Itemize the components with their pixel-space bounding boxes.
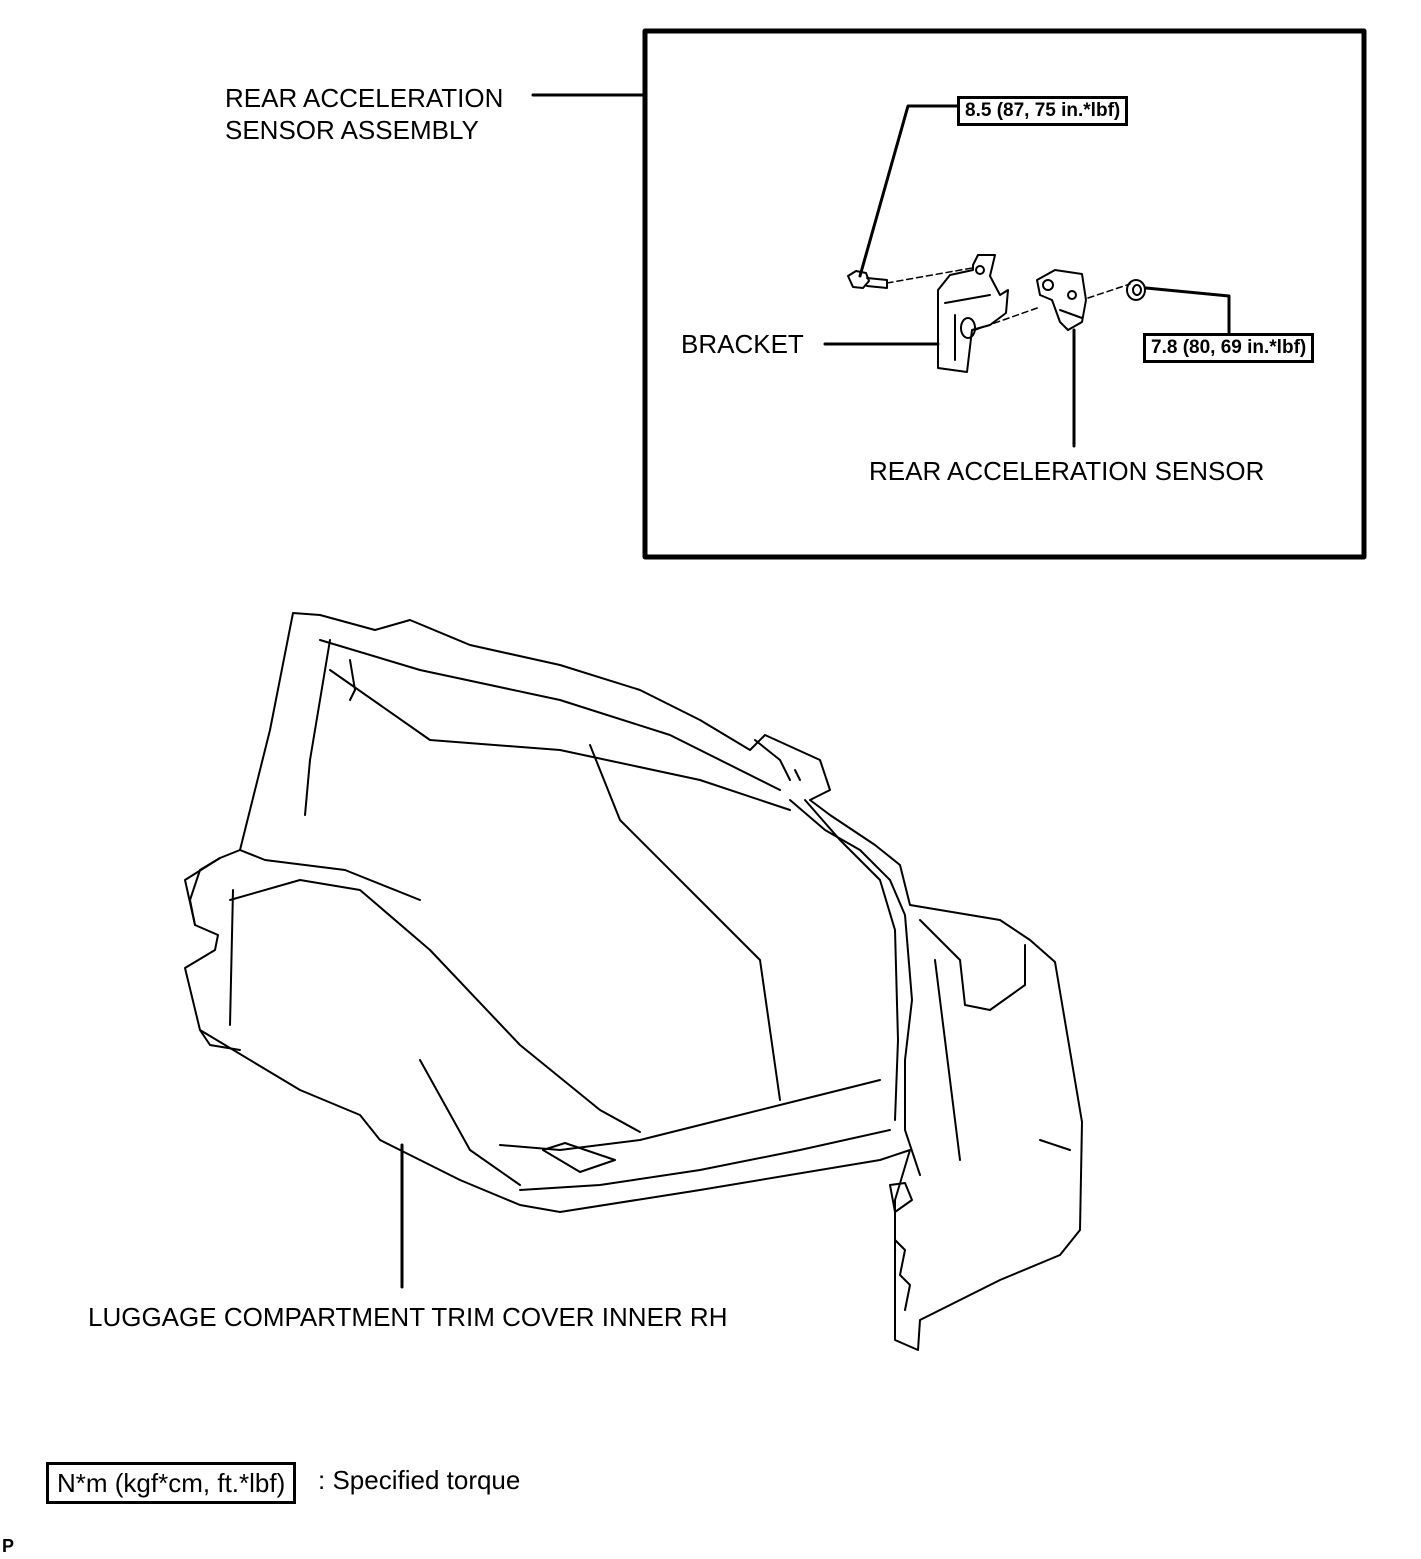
nut-icon bbox=[1126, 279, 1146, 301]
sensor-dashed-axis bbox=[974, 306, 1041, 331]
trim-cover-label: LUGGAGE COMPARTMENT TRIM COVER INNER RH bbox=[88, 1302, 728, 1332]
bolt-torque-leader bbox=[858, 104, 959, 278]
corner-code: P bbox=[2, 1536, 15, 1556]
nut-torque-leader bbox=[1144, 286, 1231, 334]
legend-unit-box: N*m (kgf*cm, ft.*lbf) bbox=[46, 1462, 297, 1504]
bolt-dashed-axis bbox=[886, 267, 973, 284]
detail-inset-frame bbox=[642, 28, 1367, 560]
bolt-torque-box: 8.5 (87, 75 in.*lbf) bbox=[957, 96, 1129, 126]
sensor-label: REAR ACCELERATION SENSOR bbox=[869, 456, 1265, 486]
sensor-part bbox=[1036, 269, 1087, 331]
bracket-label: BRACKET bbox=[681, 329, 804, 359]
legend-description: : Specified torque bbox=[318, 1465, 521, 1495]
trim-cover-part bbox=[184, 612, 1083, 1351]
nut-dashed-axis bbox=[1087, 283, 1131, 299]
bolt-icon bbox=[847, 270, 888, 289]
assembly-label-line1: REAR ACCELERATION bbox=[225, 83, 504, 113]
assembly-label-line2: SENSOR ASSEMBLY bbox=[225, 115, 479, 145]
nut-torque-box: 7.8 (80, 69 in.*lbf) bbox=[1143, 333, 1315, 363]
